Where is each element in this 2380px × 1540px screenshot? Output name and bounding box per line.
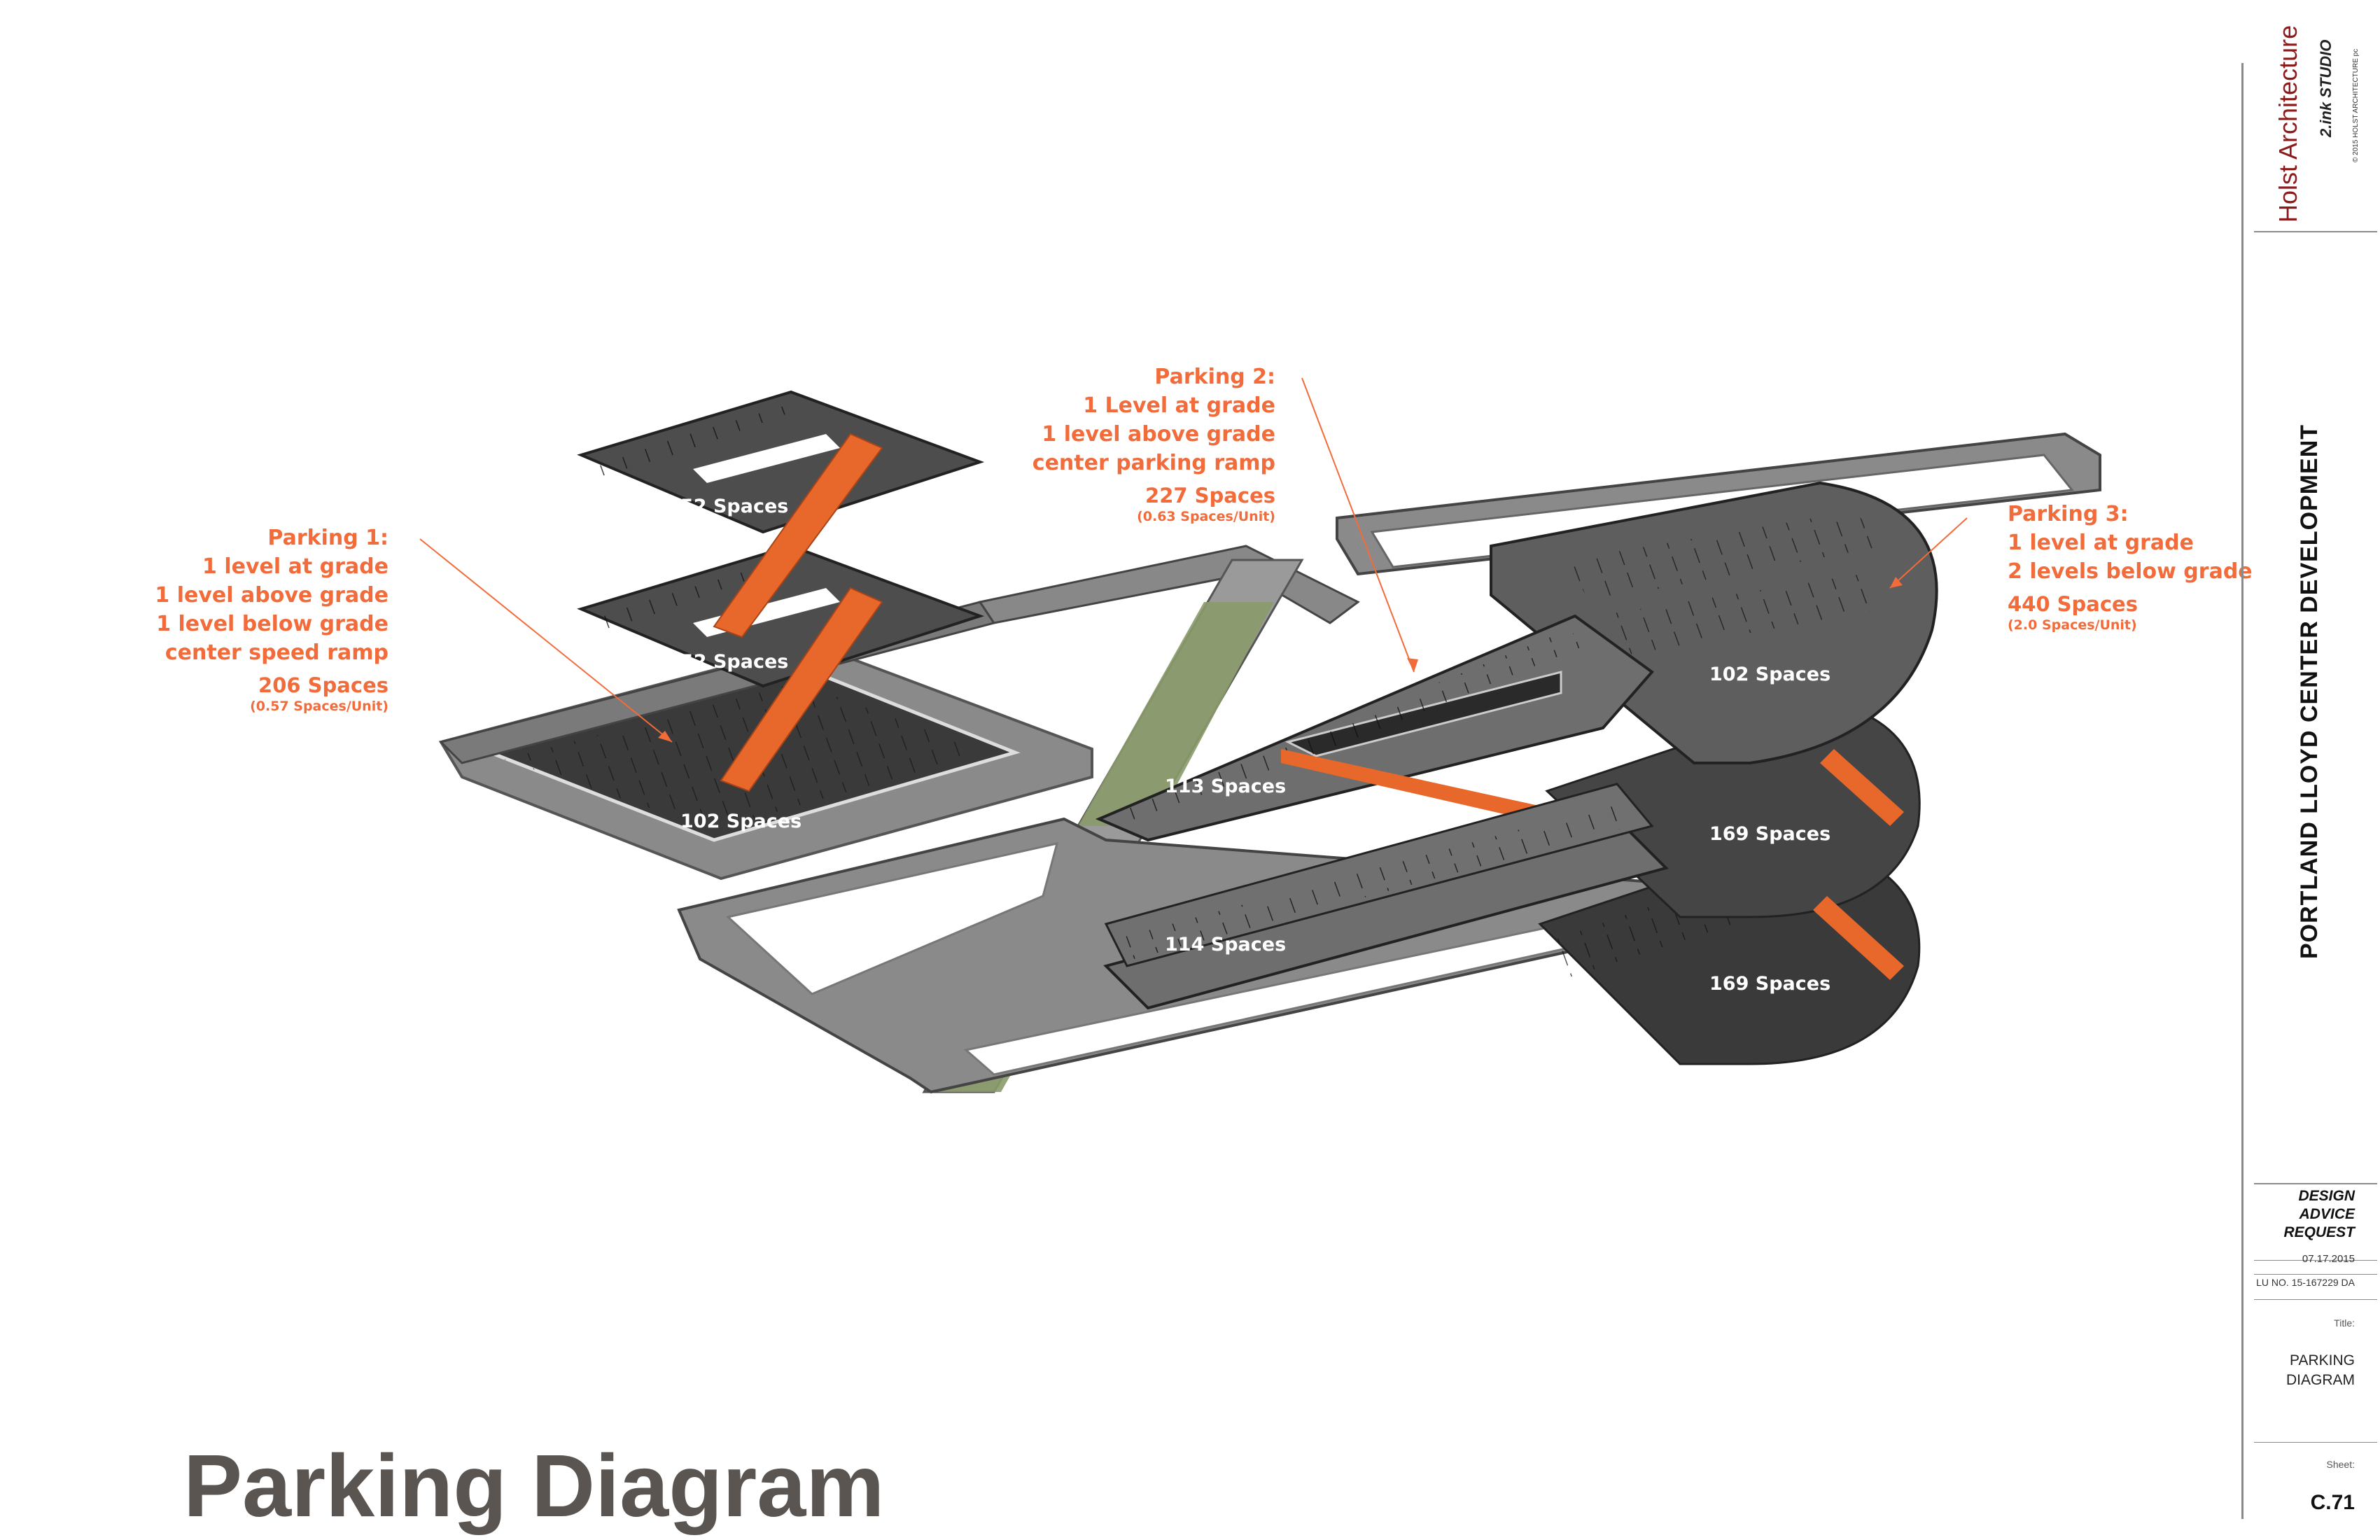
parking1-ratio: (0.57 Spaces/Unit) — [250, 699, 388, 714]
submission-line: ADVICE — [2299, 1206, 2355, 1222]
parking2-ratio: (0.63 Spaces/Unit) — [1137, 509, 1275, 524]
parking3-line: 2 levels below grade — [2008, 559, 2253, 584]
parking1-upper-level — [577, 390, 985, 534]
level-label-p1-upper: 52 Spaces — [680, 496, 789, 517]
sheet-number: C.71 — [2310, 1491, 2355, 1514]
parking3-heading: Parking 3: — [2008, 502, 2129, 526]
sheet-label: Sheet: — [2326, 1459, 2355, 1470]
parking1-speed-ramp — [713, 433, 883, 792]
sheet-title-line: PARKING — [2290, 1352, 2355, 1368]
project-name: PORTLAND LLOYD CENTER DEVELOPMENT — [2296, 424, 2323, 959]
submission-line: REQUEST — [2283, 1224, 2355, 1240]
level-label-p2-ground: 114 Spaces — [1165, 934, 1287, 955]
parking2-heading: Parking 2: — [1154, 365, 1275, 389]
parking1-heading: Parking 1: — [267, 526, 388, 550]
page-title: Parking Diagram — [183, 1436, 885, 1535]
parking1-callout: Parking 1: 1 level at grade 1 level abov… — [155, 524, 388, 715]
parking1-line: center speed ramp — [164, 640, 388, 665]
level-label-p2-upper: 113 Spaces — [1165, 776, 1287, 797]
parking2-line: center parking ramp — [1032, 451, 1275, 475]
issue-date: 07.17.2015 — [2302, 1253, 2355, 1265]
level-label-p3-below2: 169 Spaces — [1709, 973, 1831, 995]
parking3-ratio: (2.0 Spaces/Unit) — [2008, 617, 2137, 633]
parking1-total: 206 Spaces — [258, 673, 388, 697]
level-label-p3-grade: 102 Spaces — [1709, 664, 1831, 685]
callout-leaders — [419, 377, 1968, 743]
callout-arrowheads — [658, 577, 1903, 742]
title-block-divider — [2254, 1183, 2377, 1184]
parking3-line: 1 level at grade — [2008, 531, 2194, 555]
title-block: Holst Architecture 2.ink STUDIO © 2015 H… — [2240, 0, 2380, 1540]
title-block-divider — [2254, 1274, 2377, 1275]
title-block-divider — [2254, 231, 2377, 232]
sheet-title-line: DIAGRAM — [2286, 1372, 2355, 1388]
level-label-p3-below1: 169 Spaces — [1709, 823, 1831, 845]
title-block-border — [2241, 63, 2244, 1519]
land-use-number: LU NO. 15-167229 DA — [2256, 1277, 2355, 1288]
sheet-title: PARKING DIAGRAM — [2286, 1351, 2355, 1390]
parking2-ground-deck — [1103, 783, 1669, 1010]
title-label: Title: — [2334, 1317, 2355, 1329]
parking2-total: 227 Spaces — [1145, 484, 1275, 507]
title-block-divider — [2254, 1299, 2377, 1300]
copyright-note: © 2015 HOLST ARCHITECTURE pc — [2352, 48, 2360, 162]
studio-name: 2.ink STUDIO — [2317, 39, 2334, 137]
title-block-divider — [2254, 1260, 2377, 1261]
parking3-callout: Parking 3: 1 level at grade 2 levels bel… — [2008, 500, 2253, 634]
title-block-divider — [2254, 1442, 2377, 1443]
parking3-total: 440 Spaces — [2008, 592, 2138, 616]
parking3-grade-level — [1490, 481, 1938, 764]
parking1-line: 1 level at grade — [202, 554, 388, 579]
submission-type: DESIGN ADVICE REQUEST — [2283, 1187, 2355, 1242]
firm-name: Holst Architecture — [2274, 24, 2302, 223]
level-label-p1-middle: 52 Spaces — [680, 651, 789, 673]
parking1-line: 1 level above grade — [155, 583, 388, 608]
submission-line: DESIGN — [2298, 1188, 2355, 1204]
parking2-line: 1 Level at grade — [1083, 393, 1275, 418]
parking2-callout: Parking 2: 1 Level at grade 1 level abov… — [1032, 363, 1275, 525]
level-label-p1-ground: 102 Spaces — [680, 811, 802, 832]
parking1-line: 1 level below grade — [156, 612, 388, 636]
parking2-line: 1 level above grade — [1042, 422, 1275, 447]
